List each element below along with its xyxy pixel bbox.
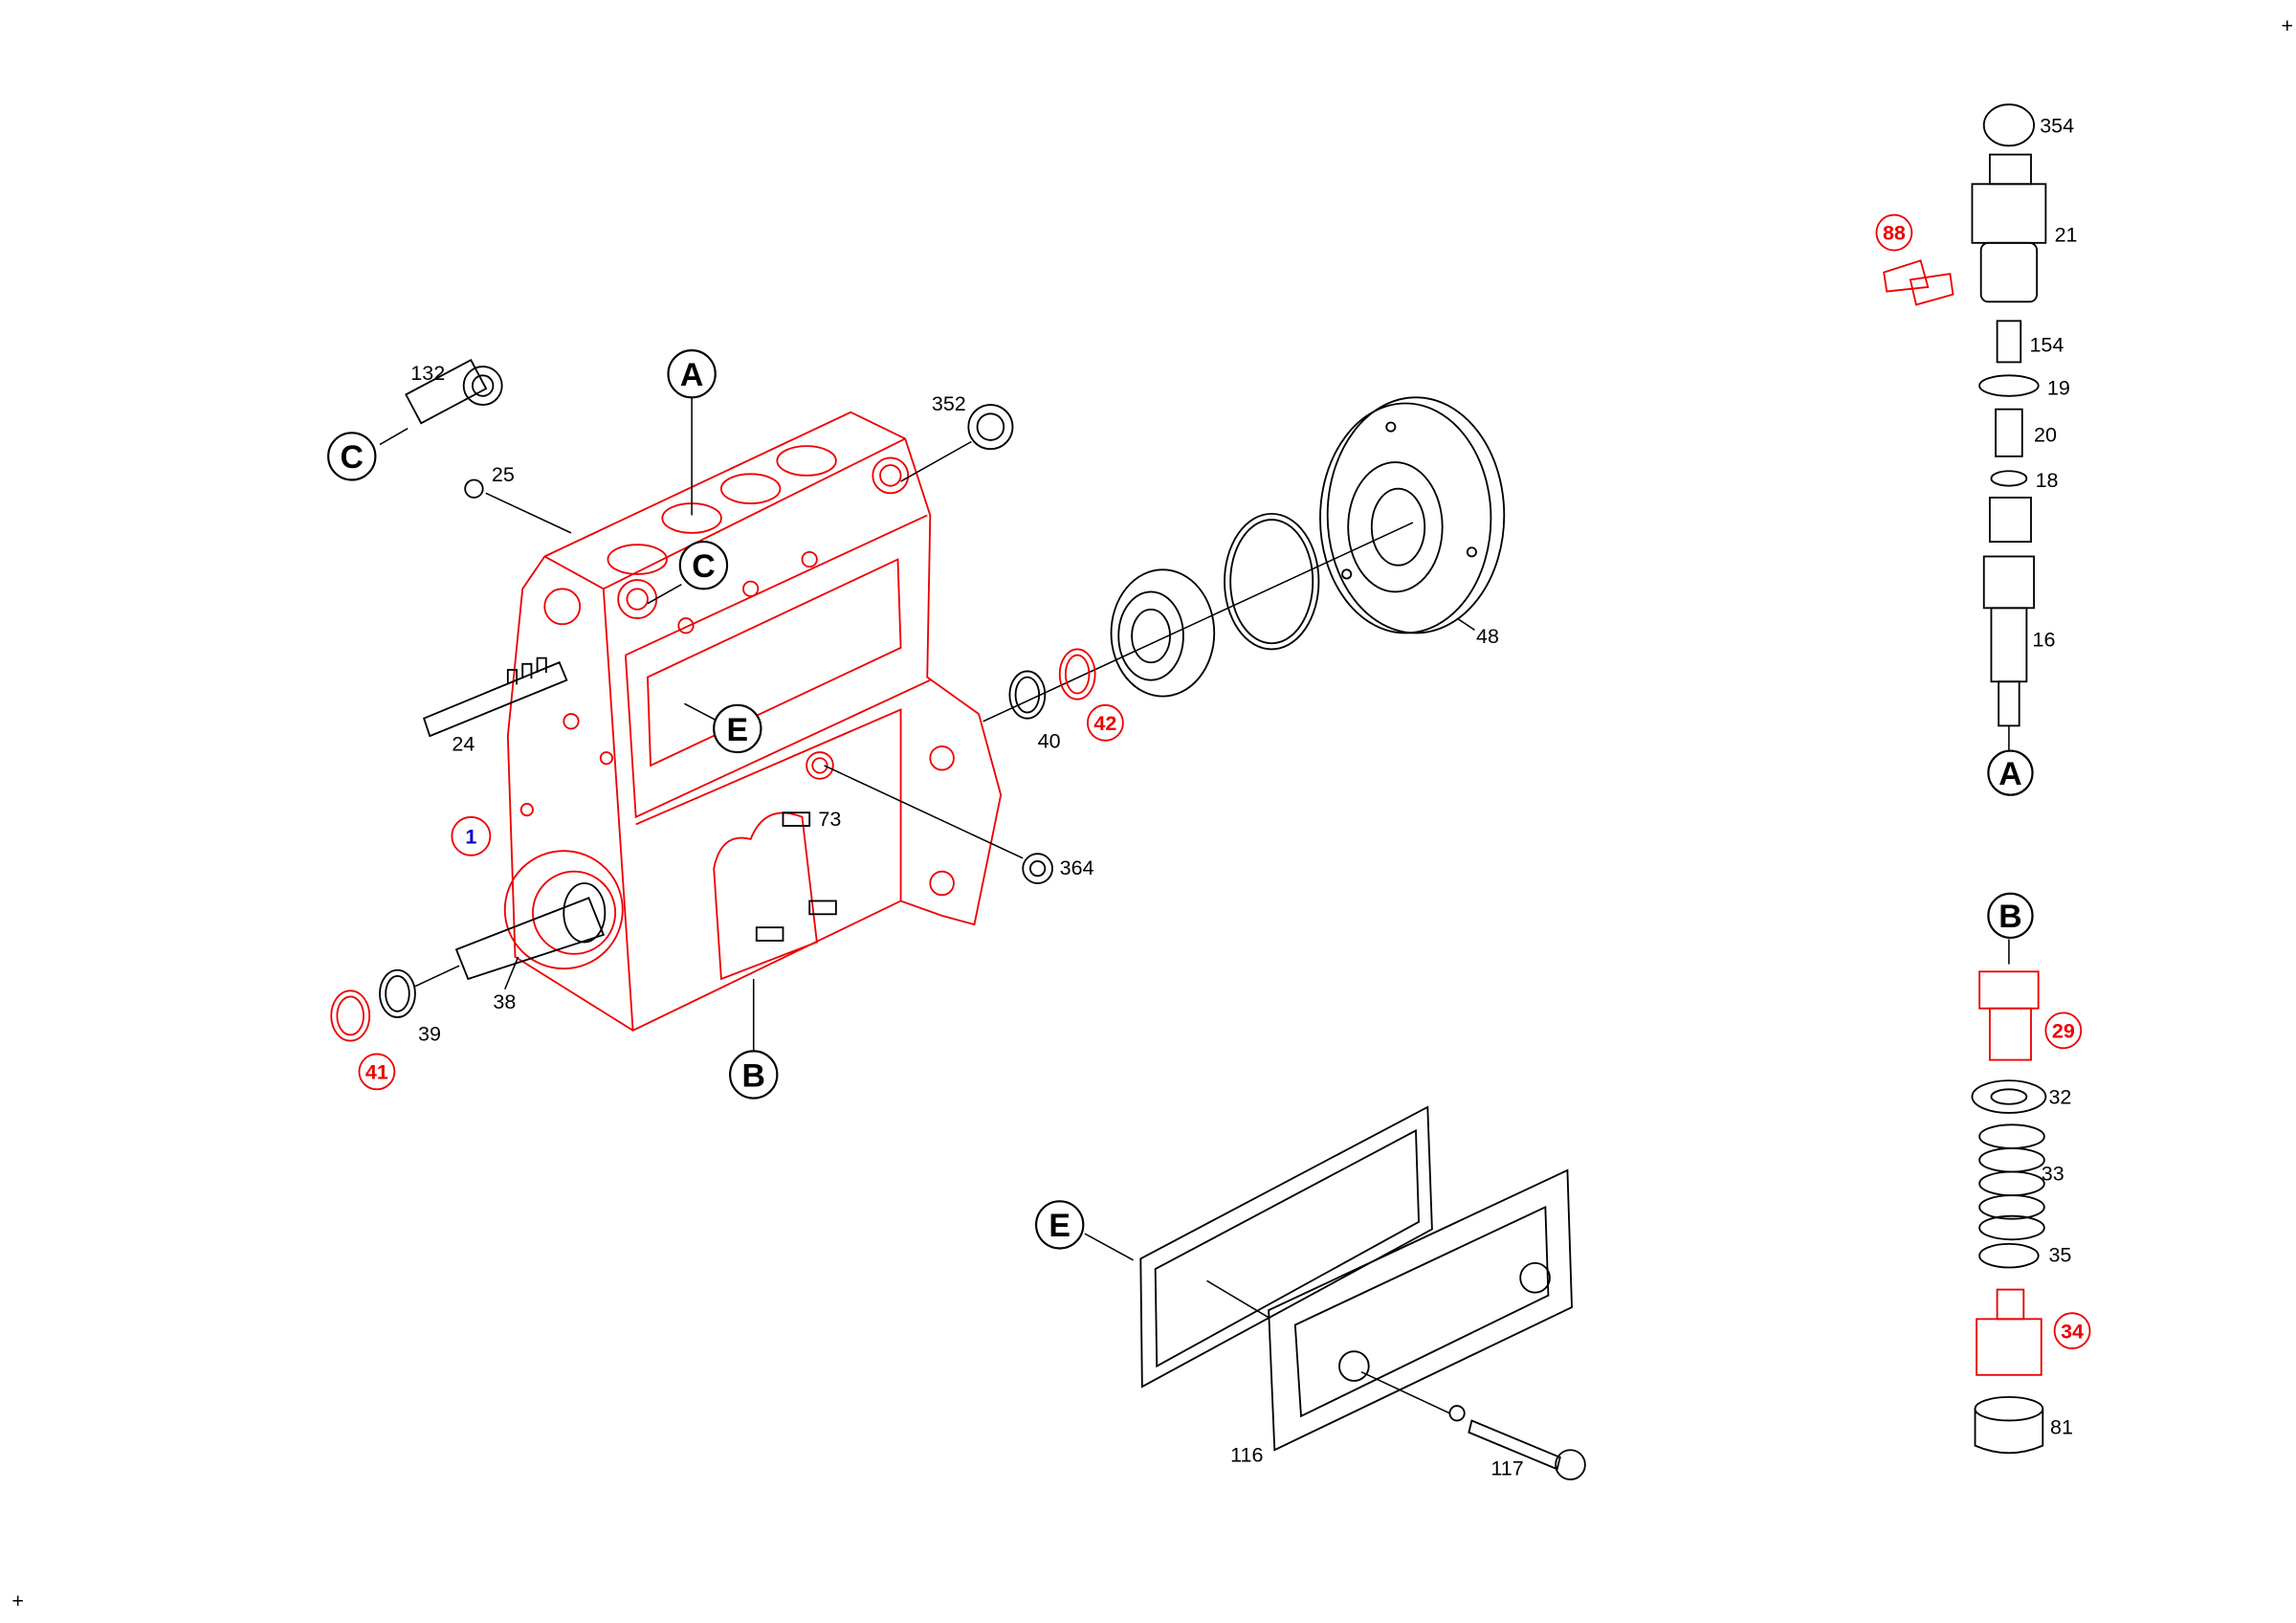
part-73-stud[interactable] (755, 812, 837, 942)
callout-24: 24 (452, 733, 475, 756)
reference-b-housing-text: B (742, 1057, 765, 1094)
callout-41-text: 41 (365, 1061, 388, 1084)
callout-364: 364 (1060, 856, 1094, 879)
pump-housing[interactable] (503, 411, 1003, 1032)
corner-mark-bottom-left: + (11, 1590, 24, 1612)
reference-b-element-text: B (1998, 899, 2021, 935)
callout-1-housing[interactable]: 1 (451, 815, 492, 856)
part-24-control-rack[interactable] (422, 656, 568, 738)
callout-81: 81 (2050, 1415, 2073, 1438)
callout-16: 16 (2033, 628, 2056, 651)
corner-mark-top-right: + (2282, 14, 2294, 37)
part-29-control-sleeve[interactable] (1978, 970, 2040, 1061)
callout-32: 32 (2048, 1086, 2071, 1109)
callout-352: 352 (932, 392, 966, 415)
delivery-valve-stack[interactable] (1971, 103, 2047, 751)
reference-b-housing[interactable]: B (729, 1050, 779, 1100)
part-32-spring-seat[interactable] (1971, 1079, 2047, 1114)
callout-33: 33 (2042, 1163, 2064, 1186)
callout-29-text: 29 (2052, 1020, 2075, 1043)
part-39-seal-ring[interactable] (379, 968, 416, 1018)
callout-88[interactable]: 88 (1875, 213, 1913, 252)
callout-1-text: 1 (465, 825, 476, 848)
callout-41[interactable]: 41 (358, 1053, 396, 1091)
reference-e-housing-text: E (727, 712, 749, 748)
part-81-roller[interactable] (1974, 1395, 2044, 1455)
callout-18: 18 (2036, 469, 2059, 492)
reference-c-housing[interactable]: C (678, 541, 729, 590)
part-117-screw[interactable] (1448, 1405, 1586, 1480)
part-o-ring[interactable] (1224, 512, 1320, 651)
reference-e-gasket-text: E (1049, 1208, 1071, 1244)
callout-35: 35 (2048, 1243, 2071, 1266)
part-33-spring[interactable] (1978, 1123, 2045, 1241)
part-48-flange[interactable] (1319, 396, 1506, 634)
reference-a-element-text: A (1998, 756, 2021, 792)
part-34-tappet[interactable] (1976, 1288, 2042, 1376)
callout-29[interactable]: 29 (2044, 1012, 2083, 1050)
part-116-cover[interactable] (1268, 1168, 1573, 1452)
callout-154: 154 (2029, 334, 2064, 357)
reference-e-gasket[interactable]: E (1035, 1200, 1085, 1250)
reference-a-housing[interactable]: A (667, 349, 717, 399)
callout-117: 117 (1490, 1456, 1523, 1479)
gasket[interactable] (1139, 1105, 1433, 1389)
part-40-seal-ring[interactable] (1008, 670, 1047, 720)
part-88-clamp[interactable] (1883, 259, 1954, 306)
part-38-drive-shaft[interactable] (454, 882, 607, 981)
callout-20: 20 (2034, 423, 2057, 446)
callout-48: 48 (1476, 625, 1499, 648)
callout-42[interactable]: 42 (1087, 703, 1124, 742)
callout-34-text: 34 (2061, 1320, 2084, 1343)
callout-354: 354 (2040, 114, 2074, 137)
callout-39: 39 (418, 1023, 441, 1046)
callout-34[interactable]: 34 (2053, 1312, 2091, 1350)
callout-25: 25 (492, 463, 515, 486)
callout-132: 132 (410, 362, 445, 385)
reference-b-element[interactable]: B (1987, 892, 2034, 939)
part-25-screw[interactable] (464, 478, 484, 499)
part-41-seal-ring[interactable] (330, 989, 371, 1042)
callout-88-text: 88 (1883, 222, 1906, 245)
callout-116: 116 (1230, 1444, 1263, 1467)
part-132-banjo-bolt[interactable] (405, 358, 503, 425)
reference-c-banjo[interactable]: C (327, 432, 377, 481)
part-364-plug[interactable] (1022, 853, 1053, 884)
callout-38: 38 (493, 990, 516, 1013)
reference-c-housing-text: C (692, 548, 715, 585)
callout-42-text: 42 (1093, 712, 1116, 735)
part-352-plug[interactable] (967, 404, 1014, 451)
part-35-spring-seat[interactable] (1978, 1242, 2040, 1269)
reference-a-housing-text: A (680, 357, 703, 393)
part-42-seal-ring[interactable] (1058, 648, 1096, 700)
callout-73: 73 (818, 808, 841, 831)
reference-e-housing[interactable]: E (713, 703, 762, 754)
reference-a-element[interactable]: A (1987, 749, 2034, 796)
callout-19: 19 (2047, 376, 2070, 399)
callout-21: 21 (2055, 223, 2078, 246)
part-bearing[interactable] (1110, 568, 1216, 698)
callout-40: 40 (1038, 729, 1061, 752)
reference-c-banjo-text: C (341, 439, 364, 476)
